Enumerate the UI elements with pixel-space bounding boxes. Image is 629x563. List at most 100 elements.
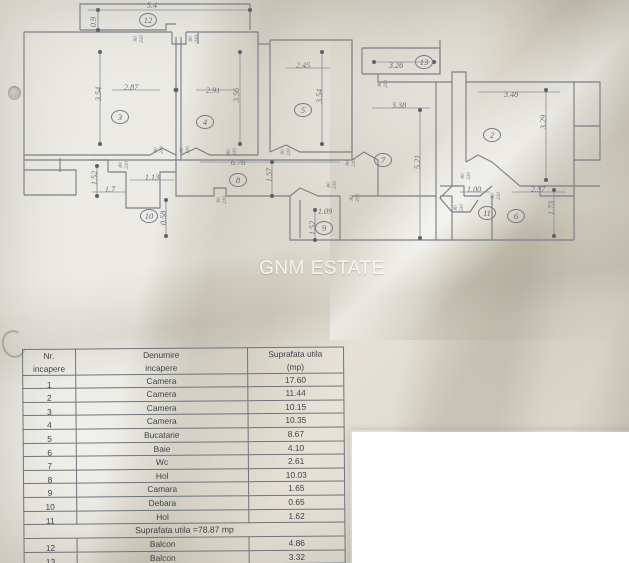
cell-nr-value: 3 <box>47 406 52 417</box>
room-marker-11: 11 <box>478 206 496 220</box>
door-size-note: 210 <box>185 146 191 154</box>
door-size-note: 210 <box>351 159 357 167</box>
room-marker-label: 9 <box>322 223 327 233</box>
cell-nr: 7 <box>23 456 77 471</box>
cell-nr: 3 <box>22 401 76 417</box>
door-size-note: 80 <box>226 149 232 155</box>
cell-nr-value: 11 <box>45 515 55 526</box>
room-marker-8: 8 <box>229 173 247 187</box>
dimension-label: 1.52 <box>90 171 99 185</box>
room-marker-label: 4 <box>203 117 208 127</box>
cell-room-name: Balcon <box>76 550 249 563</box>
door-size-note: 210 <box>466 172 472 180</box>
dimension-label: 2.37 <box>531 185 546 194</box>
room-marker-label: 10 <box>145 211 154 221</box>
door-size-note: 210 <box>286 148 292 156</box>
door-size-note: 80 <box>179 147 185 153</box>
dimension-label: 3.54 <box>94 87 103 102</box>
dimension-label: 3.26 <box>388 61 404 70</box>
cell-room-name: Wc <box>76 454 248 470</box>
door-size-note: 80 <box>349 195 355 201</box>
door-size-note: 210 <box>383 80 389 88</box>
cell-area: 17.60 <box>247 372 344 387</box>
cell-nr-value: 12 <box>45 542 56 553</box>
cell-nr: 10 <box>23 497 77 512</box>
dimension-label: 5.21 <box>413 155 422 169</box>
cell-nr: 8 <box>23 469 77 485</box>
cell-nr-value: 6 <box>47 447 53 458</box>
cell-nr-value: 4 <box>47 420 52 431</box>
room-marker-5: 5 <box>294 103 312 117</box>
cell-room-name: Camera <box>75 400 248 416</box>
cell-area: 10.35 <box>247 413 345 428</box>
cell-area: 4.10 <box>247 440 345 455</box>
cell-nr: 1 <box>22 374 76 390</box>
cell-area: 2.61 <box>247 454 345 469</box>
room-marker-4: 4 <box>196 115 214 129</box>
door-size-note: 80 <box>377 81 383 87</box>
cell-nr-value: 7 <box>47 460 53 471</box>
cell-nr: 11 <box>23 510 77 526</box>
cell-area: 0.65 <box>248 494 345 510</box>
cell-nr: 5 <box>23 429 77 444</box>
room-marker-label: 7 <box>381 155 386 165</box>
cell-area: 8.67 <box>247 426 345 442</box>
blank-white-overlay-box <box>352 432 629 563</box>
room-marker-9: 9 <box>315 221 333 235</box>
door-size-note: 210 <box>496 192 502 200</box>
door-size-note: 80 <box>133 36 139 42</box>
cell-nr-value: 1 <box>46 379 52 390</box>
dimension-label: 3.54 <box>315 89 324 104</box>
cell-room-name: Balcon <box>76 536 249 552</box>
door-size-note: 210 <box>232 148 238 156</box>
cell-nr: 4 <box>23 415 76 431</box>
wall-outlines <box>23 3 601 241</box>
dimension-label: 1.7 <box>105 185 116 194</box>
room-marker-3: 3 <box>111 110 129 124</box>
room-marker-7: 7 <box>374 153 392 167</box>
header-nr-line2: incapere <box>22 362 76 376</box>
room-marker-label: 3 <box>117 112 122 122</box>
door-size-note: 210 <box>332 181 338 189</box>
cell-nr: 2 <box>22 388 76 403</box>
room-marker-label: 2 <box>490 130 495 140</box>
floor-plan-svg: 12345137281091165.40.92.873.542.913.562.… <box>23 1 601 242</box>
cell-area: 3.32 <box>248 549 346 563</box>
door-size-note: 80 <box>460 173 466 179</box>
dimension-label: 1.13 <box>145 173 159 182</box>
room-marker-label: 13 <box>420 57 429 67</box>
header-nr-line1: Nr. <box>22 349 76 363</box>
cell-room-name: Debara <box>76 495 249 511</box>
dimension-endpoints <box>95 8 556 242</box>
cell-nr-value: 8 <box>47 474 53 485</box>
table-head: Nr. Denumire Suprafata utila incapere in… <box>22 346 344 376</box>
cell-room-name: Bucatarie <box>75 427 248 443</box>
cell-room-name: Camera <box>75 373 248 389</box>
cell-nr-value: 9 <box>47 488 53 499</box>
room-marker-label: 12 <box>144 15 153 25</box>
room-marker-10: 10 <box>140 209 158 223</box>
door-size-note: 80 <box>118 162 124 168</box>
room-marker-label: 8 <box>236 175 241 185</box>
cell-nr: 13 <box>24 551 78 563</box>
cell-area: 11.44 <box>247 386 344 401</box>
dimension-label: 2.87 <box>124 83 139 92</box>
cell-area: 1.62 <box>248 508 345 523</box>
cell-area: 4.86 <box>248 536 346 551</box>
room-marker-label: 11 <box>483 208 491 218</box>
door-size-note: 80 <box>153 147 159 153</box>
door-size-note: 80 <box>453 205 459 211</box>
cell-room-name: Camera <box>75 386 248 402</box>
door-size-note: 80 <box>326 182 332 188</box>
door-size-note: 80 <box>490 193 496 199</box>
cell-nr-value: 10 <box>45 501 55 512</box>
door-size-note: 210 <box>459 204 465 212</box>
hole-punch-mark <box>8 86 21 100</box>
schedule-table: Nr. Denumire Suprafata utila incapere in… <box>22 346 346 563</box>
door-size-note: 80 <box>188 36 194 42</box>
room-schedule-table: Nr. Denumire Suprafata utila incapere in… <box>22 346 346 563</box>
